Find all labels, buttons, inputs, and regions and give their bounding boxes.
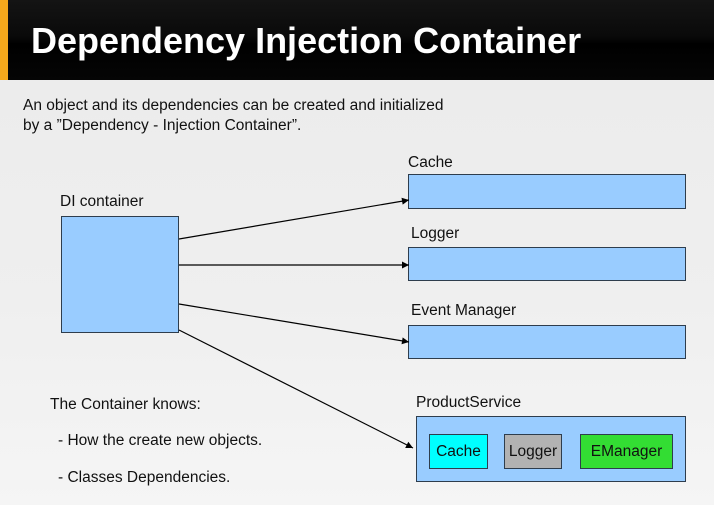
intro-line-1: An object and its dependencies can be cr… <box>23 97 444 114</box>
header-accent-bar <box>0 0 8 80</box>
di-container-label: DI container <box>60 193 144 210</box>
notes-item: - Classes Dependencies. <box>58 469 231 486</box>
ps-cache-part: Cache <box>429 434 488 469</box>
arrow-to-cache <box>178 197 410 240</box>
notes-item: - How the create new objects. <box>58 432 263 449</box>
cache-label: Cache <box>408 154 453 171</box>
ps-logger-part: Logger <box>504 434 562 469</box>
event-manager-label: Event Manager <box>411 302 517 319</box>
event-manager-box <box>408 325 686 359</box>
product-service-label: ProductService <box>416 394 522 411</box>
ps-emanager-part: EManager <box>580 434 673 469</box>
notes-heading: The Container knows: <box>50 396 201 413</box>
cache-box <box>408 174 686 209</box>
arrow-to-product-service <box>178 329 414 449</box>
slide-header: Dependency Injection Container <box>0 0 714 80</box>
intro-text: An object and its dependencies can be cr… <box>23 96 444 136</box>
intro-line-2: by a ”Dependency - Injection Container”. <box>23 117 302 134</box>
slide-title: Dependency Injection Container <box>31 20 582 61</box>
di-container-box <box>61 216 179 333</box>
logger-label: Logger <box>411 225 460 242</box>
arrow-to-event-manager <box>178 303 410 345</box>
logger-box <box>408 247 686 281</box>
